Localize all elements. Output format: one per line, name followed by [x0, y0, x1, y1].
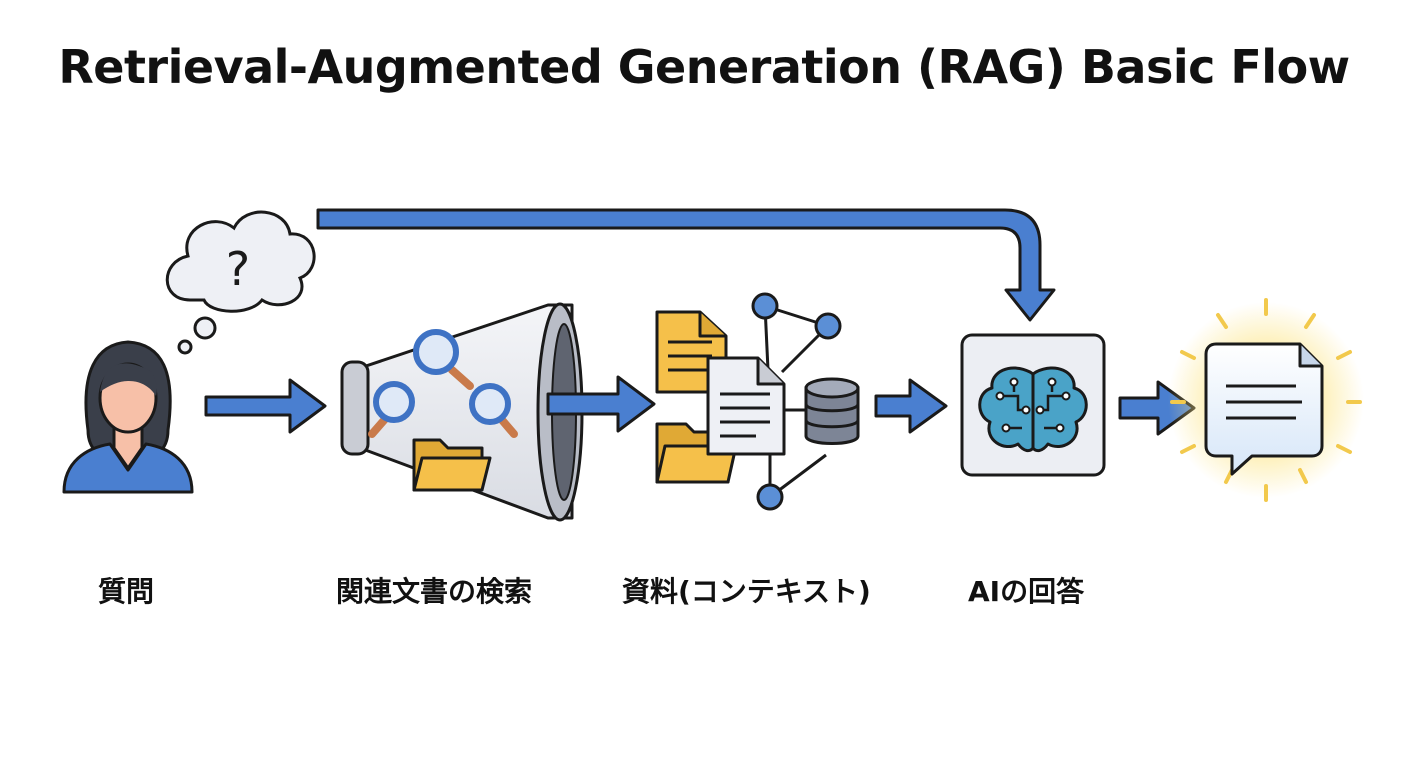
database-icon: [804, 377, 860, 445]
diagram-title: Retrieval-Augmented Generation (RAG) Bas…: [58, 40, 1350, 94]
folder-icon: [412, 438, 492, 492]
flow-arrow-1: [204, 378, 327, 434]
ai-brain-icon: [960, 333, 1106, 477]
user-icon: [62, 340, 194, 494]
magnifier-icon: [469, 383, 518, 438]
thought-cloud-icon: ?: [165, 210, 316, 355]
network-node: [756, 483, 784, 511]
magnifier-icon: [413, 329, 474, 390]
network-node: [751, 292, 779, 320]
flow-arrow-2: [546, 375, 656, 433]
document-icon: [706, 356, 786, 456]
search-funnel-icon: [340, 302, 584, 522]
step-label-ai-answer: AIの回答: [968, 575, 1085, 608]
magnifier-icon: [368, 381, 415, 438]
question-mark: ?: [226, 242, 250, 296]
step-label-retrieval: 関連文書の検索: [336, 575, 533, 608]
step-label-question: 質問: [98, 575, 155, 608]
network-node: [814, 312, 842, 340]
step-label-context: 資料(コンテキスト): [622, 575, 871, 608]
answer-bubble-icon: [1168, 298, 1364, 502]
documents-network-icon: [655, 292, 860, 511]
bypass-arrow: [316, 208, 1056, 322]
flow-arrow-3: [874, 378, 948, 434]
